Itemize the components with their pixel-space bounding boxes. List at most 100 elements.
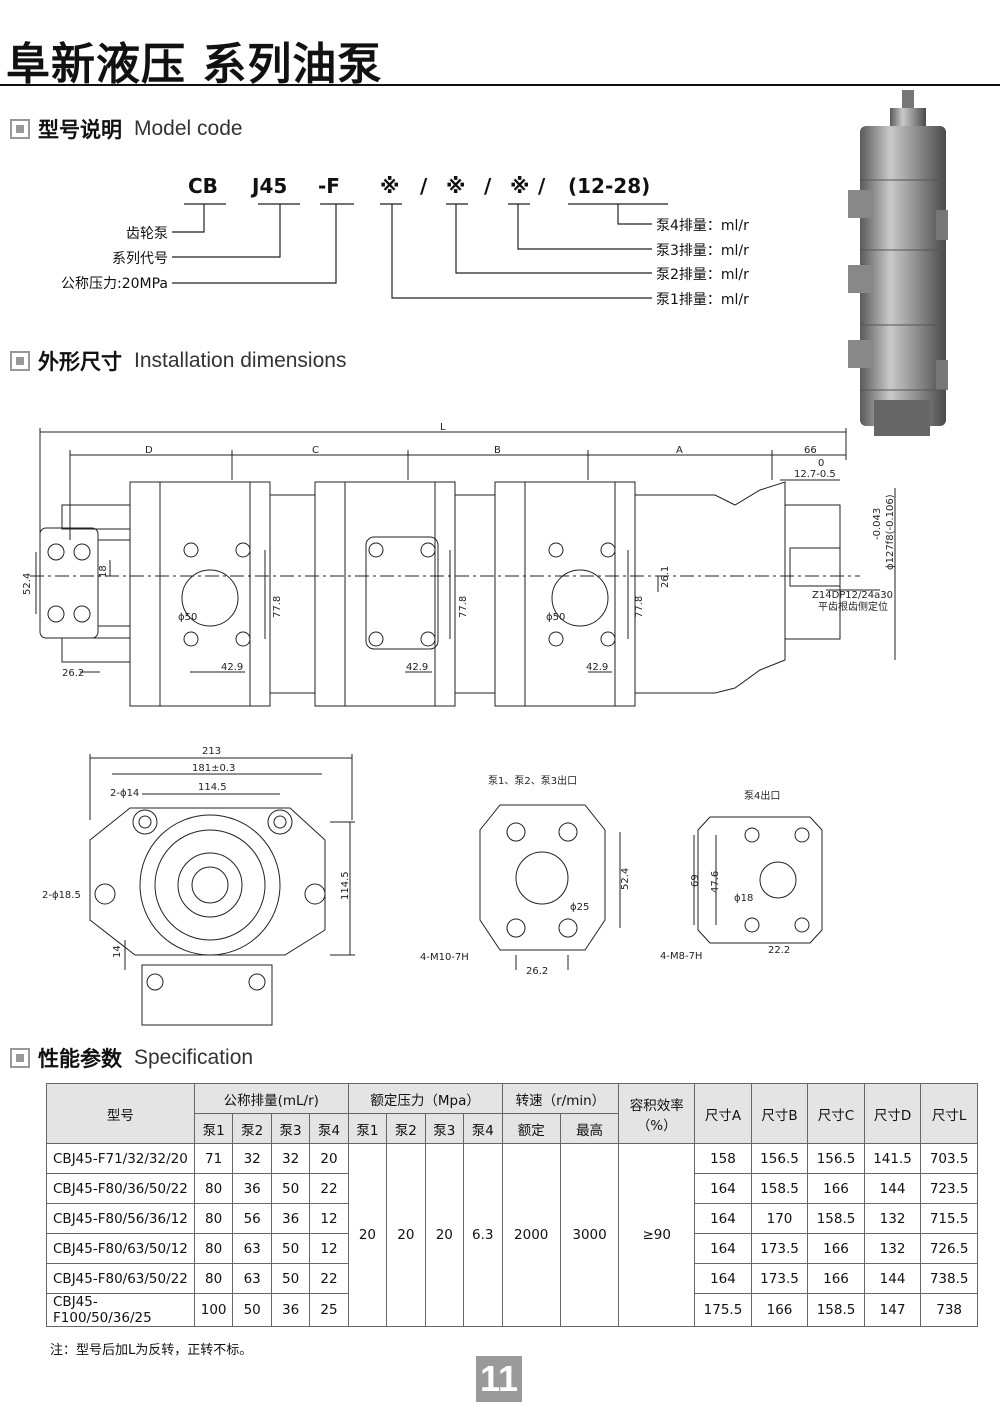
subheader-rated: 额定	[501, 1113, 561, 1144]
header-speed: 转速（r/min）	[501, 1083, 620, 1114]
subheader-pump4: 泵4	[463, 1113, 503, 1144]
subheader-pump2: 泵2	[232, 1113, 272, 1144]
section-title-cn: 性能参数	[38, 1047, 122, 1071]
header-pressure: 额定压力（Mpa）	[347, 1083, 503, 1114]
pressure-pump2: 20	[386, 1143, 426, 1327]
section-title-cn: 外形尺寸	[38, 350, 122, 374]
dim-C: C	[312, 445, 319, 456]
label-right: 泵1排量：ml/r	[656, 292, 749, 308]
dim-tol3: ϕ127f8(-0.106)	[885, 494, 896, 570]
section-square-icon	[10, 119, 30, 139]
code-part: -F	[318, 174, 340, 198]
section-title-en: Model code	[134, 117, 243, 140]
section-spec: 性能参数 Specification	[10, 1043, 253, 1073]
dim-14: 14	[112, 945, 123, 958]
pump-photo	[848, 90, 948, 436]
label-left: 公称压力:20MPa	[61, 276, 168, 292]
dim-B: B	[494, 445, 501, 456]
subheader-pump3: 泵3	[424, 1113, 465, 1144]
spec-table: 型号 公称排量(mL/r) 额定压力（Mpa） 转速（r/min） 容积效率（%…	[46, 1083, 978, 1327]
dim-69: 69	[690, 874, 701, 887]
subheader-pump3: 泵3	[270, 1113, 311, 1144]
dim-A: A	[676, 445, 683, 456]
code-part: ※	[510, 174, 529, 198]
dim-2phi14: 2-ϕ14	[110, 788, 139, 799]
flange-front-view: 213 181±0.3 114.5 2-ϕ14 2-ϕ18.5 114.5 14	[42, 746, 355, 1026]
section-title-en: Specification	[134, 1046, 254, 1069]
dim-42-9: 42.9	[586, 662, 608, 673]
dim-L: L	[440, 422, 446, 433]
dim-52-4b: 52.4	[620, 868, 631, 890]
code-part: CB	[188, 174, 218, 198]
code-part: /	[538, 174, 546, 198]
dim-66: 66	[804, 445, 817, 456]
code-part: ※	[446, 174, 465, 198]
speed-rated: 2000	[501, 1143, 561, 1327]
dim-phi50: ϕ50	[546, 612, 565, 623]
subheader-pump2: 泵2	[386, 1113, 426, 1144]
code-part: /	[420, 174, 428, 198]
dim-D: D	[145, 445, 153, 456]
code-part: (12-28)	[568, 174, 650, 198]
dim-77-8: 77.8	[272, 596, 283, 618]
dim-42-9: 42.9	[221, 662, 243, 673]
spline-note: 平齿根齿侧定位	[818, 600, 888, 613]
dim-2phi18-5: 2-ϕ18.5	[42, 890, 81, 901]
page-title: 阜新液压 系列油泵	[6, 39, 383, 90]
label-left: 齿轮泵	[126, 226, 168, 242]
code-part: J45	[250, 174, 287, 198]
header-dim-D: 尺寸D	[863, 1083, 922, 1144]
header-efficiency: 容积效率（%）	[618, 1083, 696, 1144]
dim-phi50: ϕ50	[178, 612, 197, 623]
dim-181: 181±0.3	[192, 763, 235, 774]
model-code-diagram: CB J45 -F ※ / ※ / ※ / (12-28) 齿轮泵 系列代号 公…	[61, 174, 749, 308]
title-rule	[0, 84, 1000, 86]
dim-47-6: 47.6	[710, 871, 721, 893]
label-right: 泵2排量：ml/r	[656, 267, 749, 283]
dim-phi18: ϕ18	[734, 893, 753, 904]
dim-26-2: 26.2	[62, 668, 84, 679]
section-install: 外形尺寸 Installation dimensions	[10, 346, 346, 376]
dim-52-4: 52.4	[22, 573, 33, 595]
section-title-en: Installation dimensions	[134, 349, 347, 372]
section-square-icon	[10, 351, 30, 371]
dim-26-2b: 26.2	[526, 966, 548, 977]
thread-m8: 4-M8-7H	[660, 951, 702, 962]
label-right: 泵3排量：ml/r	[656, 243, 749, 259]
section-square-icon	[10, 1048, 30, 1068]
side-view-drawing: L D C B A 66 0 12.7-0.5 -0.043 ϕ127f8(-0…	[22, 422, 896, 707]
dim-tol1: 12.7-0.5	[794, 469, 836, 480]
dim-42-9: 42.9	[406, 662, 428, 673]
dim-18: 18	[98, 565, 109, 578]
dim-213: 213	[202, 746, 221, 757]
code-part: /	[484, 174, 492, 198]
pressure-pump3: 20	[424, 1143, 465, 1327]
dim-114-5: 114.5	[198, 782, 227, 793]
port123-title: 泵1、泵2、泵3出口	[488, 774, 577, 787]
dim-77-8: 77.8	[458, 596, 469, 618]
header-model: 型号	[46, 1083, 195, 1144]
label-left: 系列代号	[112, 251, 168, 267]
header-dim-A: 尺寸A	[694, 1083, 752, 1144]
dim-phi25: ϕ25	[570, 902, 589, 913]
dim-tol0: 0	[818, 458, 824, 469]
subheader-max: 最高	[559, 1113, 620, 1144]
port4-title: 泵4出口	[744, 789, 780, 802]
dim-tol2: -0.043	[872, 508, 883, 540]
label-right: 泵4排量：ml/r	[656, 218, 749, 234]
section-title-cn: 型号说明	[38, 118, 122, 142]
dim-114-5b: 114.5	[340, 871, 351, 900]
subheader-pump1: 泵1	[193, 1113, 234, 1144]
subheader-pump1: 泵1	[347, 1113, 388, 1144]
thread-m10: 4-M10-7H	[420, 952, 469, 963]
port4-view: 泵4出口 69 47.6 ϕ18 4-M8-7H 22.2	[660, 789, 823, 962]
dim-77-8: 77.8	[634, 596, 645, 618]
section-model-code: 型号说明 Model code	[10, 114, 243, 144]
pressure-pump1: 20	[347, 1143, 388, 1327]
port123-view: 泵1、泵2、泵3出口 52.4 ϕ25 4-M10-7H 26.2	[420, 774, 631, 977]
pressure-pump4: 6.3	[463, 1143, 503, 1327]
header-dim-B: 尺寸B	[750, 1083, 809, 1144]
